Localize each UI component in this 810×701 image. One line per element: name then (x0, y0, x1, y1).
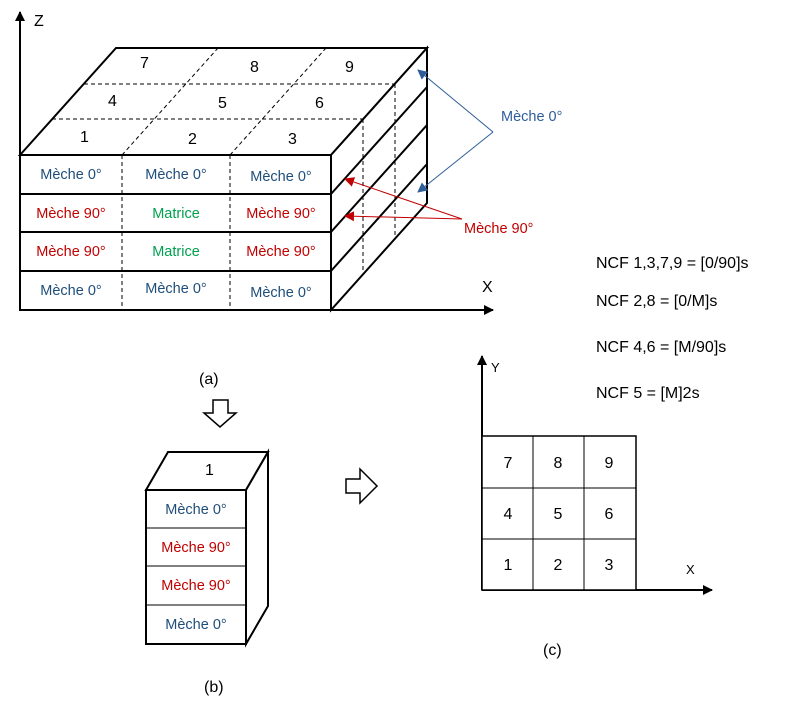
ncf-legend: NCF 1,3,7,9 = [0/90]s NCF 2,8 = [0/M]s N… (596, 255, 749, 402)
cell-meche-90: Mèche 90° (246, 244, 315, 260)
annotation-meche-90: Mèche 90° (344, 177, 533, 237)
column-layer-meche-90: Mèche 90° (161, 578, 230, 594)
front-cells: Mèche 0° Mèche 0° Mèche 0° Mèche 90° Mat… (36, 167, 315, 301)
cell-matrice: Matrice (152, 206, 200, 222)
grid-cell: 9 (605, 455, 614, 472)
grid-cell: 7 (504, 455, 513, 472)
cell-meche-90: Mèche 90° (36, 206, 105, 222)
column-layer-meche-90: Mèche 90° (161, 540, 230, 556)
ncf-line: NCF 5 = [M]2s (596, 385, 700, 402)
caption-b: (b) (204, 679, 224, 696)
grid-cell: 5 (554, 506, 563, 523)
cell-number: 1 (80, 129, 89, 146)
grid-frame (481, 435, 637, 591)
caption-a: (a) (199, 371, 219, 388)
front-column-dividers (121, 155, 231, 310)
cell-meche-0: Mèche 0° (250, 285, 311, 301)
grid-cell: 8 (554, 455, 563, 472)
top-grid (52, 47, 396, 274)
grid-cell: 6 (605, 506, 614, 523)
right-arrow (345, 467, 379, 505)
ncf-line: NCF 1,3,7,9 = [0/90]s (596, 255, 749, 272)
annotation-meche-0-label: Mèche 0° (501, 109, 562, 125)
cell-meche-90: Mèche 90° (36, 244, 105, 260)
down-arrow (202, 399, 238, 428)
panel-c: Y X 7 8 9 4 5 6 1 2 3 (c) (477, 355, 713, 659)
cell-meche-0: Mèche 0° (40, 167, 101, 183)
cell-meche-90: Mèche 90° (246, 206, 315, 222)
ncf-line: NCF 4,6 = [M/90]s (596, 339, 726, 356)
panel-a: Z X (15, 11, 562, 388)
cell-number: 3 (288, 131, 297, 148)
front-layers (20, 193, 331, 272)
cell-number: 2 (188, 131, 197, 148)
grid-cell: 4 (504, 506, 513, 523)
annotation-meche-90-label: Mèche 90° (464, 221, 533, 237)
ncf-line: NCF 2,8 = [0/M]s (596, 293, 717, 310)
caption-c: (c) (543, 642, 562, 659)
cell-meche-0: Mèche 0° (40, 283, 101, 299)
x-axis-label: X (482, 279, 493, 296)
cell-matrice: Matrice (152, 244, 200, 260)
grid-cell: 1 (504, 557, 513, 574)
z-axis-label: Z (34, 13, 44, 30)
grid-cell: 3 (605, 557, 614, 574)
top-numbers: 7 8 9 4 5 6 1 2 3 (80, 55, 354, 148)
y-axis-label: Y (491, 360, 500, 375)
cell-number: 7 (140, 55, 149, 72)
column-front-face (145, 489, 247, 645)
cell-number: 5 (218, 95, 227, 112)
cell-number: 9 (345, 59, 354, 76)
panel-b: 1 Mèche 0° Mèche 90° Mèche 90° Mèche 0° … (144, 448, 270, 696)
column-number: 1 (205, 462, 214, 479)
grid-cell: 2 (554, 557, 563, 574)
column-layer-meche-0: Mèche 0° (165, 617, 226, 633)
column-layer-meche-0: Mèche 0° (165, 502, 226, 518)
annotation-meche-0: Mèche 0° (417, 69, 562, 193)
x-axis-c-label: X (686, 562, 695, 577)
cell-meche-0: Mèche 0° (145, 281, 206, 297)
cell-number: 4 (108, 93, 117, 110)
cell-meche-0: Mèche 0° (250, 169, 311, 185)
cell-number: 6 (315, 95, 324, 112)
cell-number: 8 (250, 59, 259, 76)
cell-meche-0: Mèche 0° (145, 167, 206, 183)
